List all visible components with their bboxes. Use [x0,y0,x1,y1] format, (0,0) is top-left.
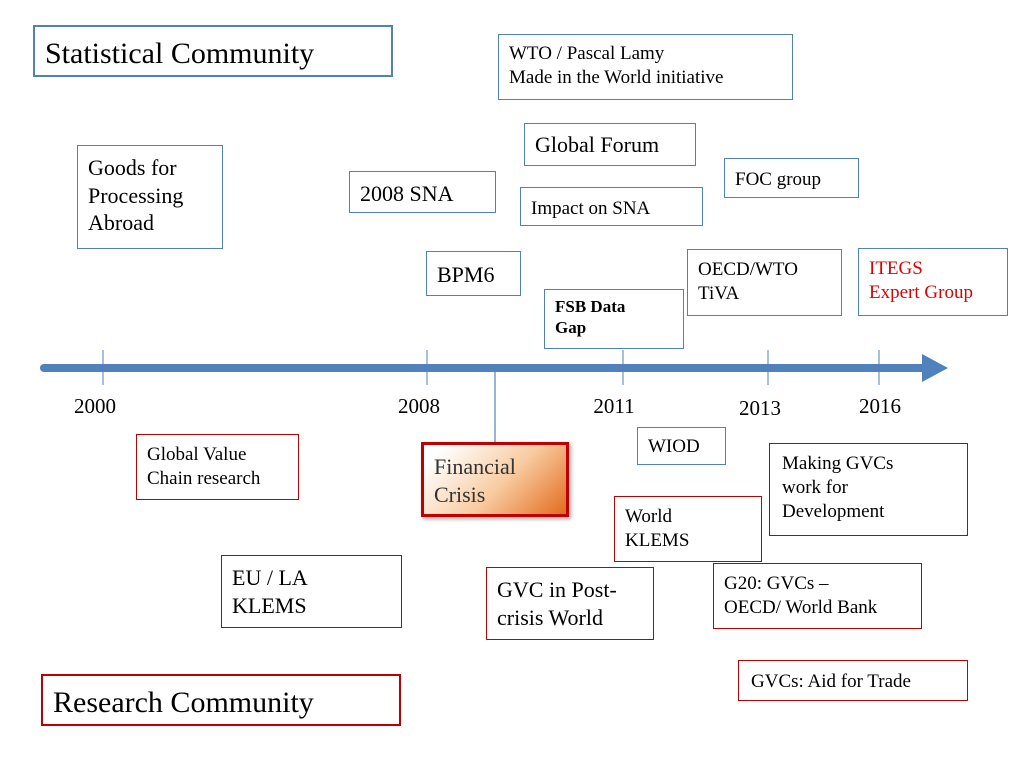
financial-crisis-box: Financial Crisis [421,442,569,517]
wiod-box: WIOD [637,427,726,465]
world-klems-box: World KLEMS [614,496,762,562]
itegs-expert-group-box: ITEGS Expert Group [858,248,1008,316]
making-gvcs-work-box: Making GVCs work for Development [769,443,968,536]
foc-group-box: FOC group [724,158,859,198]
gvcs-aid-for-trade-box: GVCs: Aid for Trade [738,660,968,701]
g20-gvcs-box: G20: GVCs – OECD/ World Bank [713,563,922,629]
year-2013: 2013 [739,396,781,420]
statistical-community-header: Statistical Community [33,25,393,77]
global-value-chain-research-box: Global Value Chain research [136,434,299,500]
year-2008: 2008 [398,394,440,418]
year-2016: 2016 [859,394,901,418]
timeline-arrowhead [922,354,948,382]
gvc-post-crisis-box: GVC in Post- crisis World [486,567,654,640]
year-2000: 2000 [74,394,116,418]
global-forum-box: Global Forum [524,123,696,166]
wto-made-in-world-box: WTO / Pascal Lamy Made in the World init… [498,34,793,100]
eu-la-klems-box: EU / LA KLEMS [221,555,402,628]
impact-on-sna-box: Impact on SNA [520,187,703,226]
year-2011: 2011 [593,394,635,418]
bpm6-box: BPM6 [426,251,521,296]
goods-for-processing-box: Goods for Processing Abroad [77,145,223,249]
oecd-wto-tiva-box: OECD/WTO TiVA [687,249,842,316]
sna-2008-box: 2008 SNA [349,171,496,213]
research-community-header: Research Community [41,674,401,726]
fsb-data-gap-box: FSB Data Gap [544,289,684,349]
